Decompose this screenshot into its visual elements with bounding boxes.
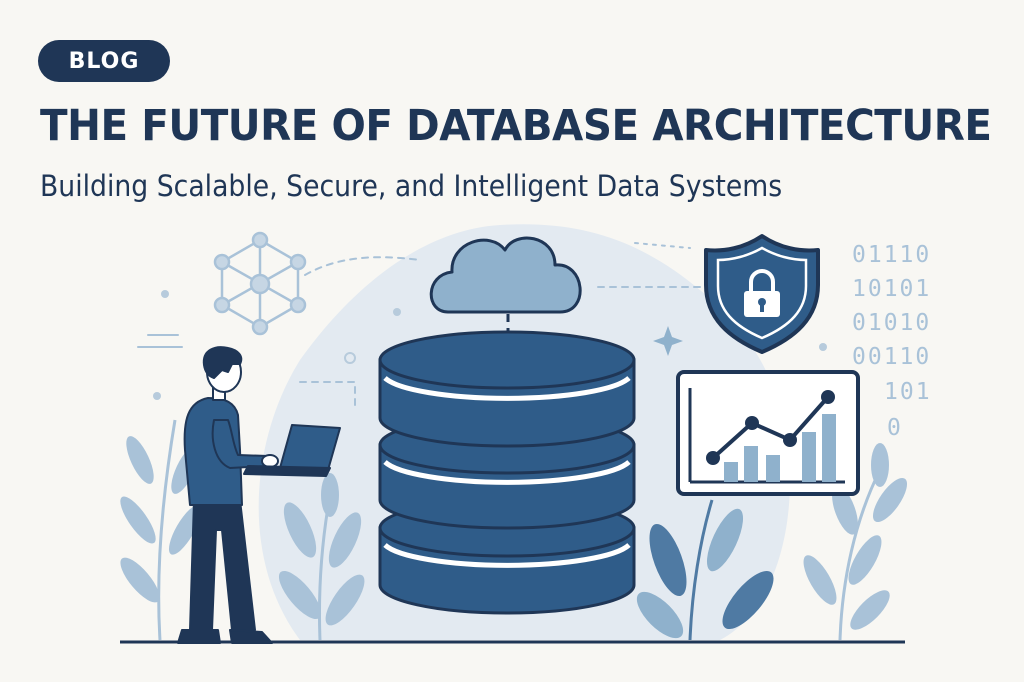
- person-figure: [177, 346, 279, 644]
- binary-line: 01010: [852, 310, 931, 336]
- binary-line: 101: [884, 379, 932, 405]
- binary-line: 01110: [852, 242, 931, 268]
- decorative-lines: [137, 242, 701, 411]
- decorative-dots: [153, 290, 827, 400]
- laptop-icon: [243, 424, 341, 477]
- sparkle-icon: [653, 326, 683, 356]
- database-icon: [378, 330, 636, 615]
- shield-lock-icon: [704, 234, 820, 354]
- binary-line: 00110: [852, 344, 931, 370]
- plant-center-right: [636, 499, 774, 641]
- page-title: THE FUTURE OF DATABASE ARCHITECTURE: [40, 101, 992, 151]
- chart-icon: [676, 370, 860, 496]
- page-subtitle: Building Scalable, Secure, and Intellige…: [40, 169, 783, 203]
- binary-line: 10101: [852, 276, 931, 302]
- binary-text: 01110 10101 01010 00110 101 0: [852, 242, 932, 441]
- network-icon: [213, 231, 307, 336]
- blog-badge[interactable]: BLOG: [38, 40, 170, 82]
- plant-center-left: [278, 473, 365, 641]
- binary-line: 0: [887, 415, 903, 441]
- plant-right: [803, 443, 908, 641]
